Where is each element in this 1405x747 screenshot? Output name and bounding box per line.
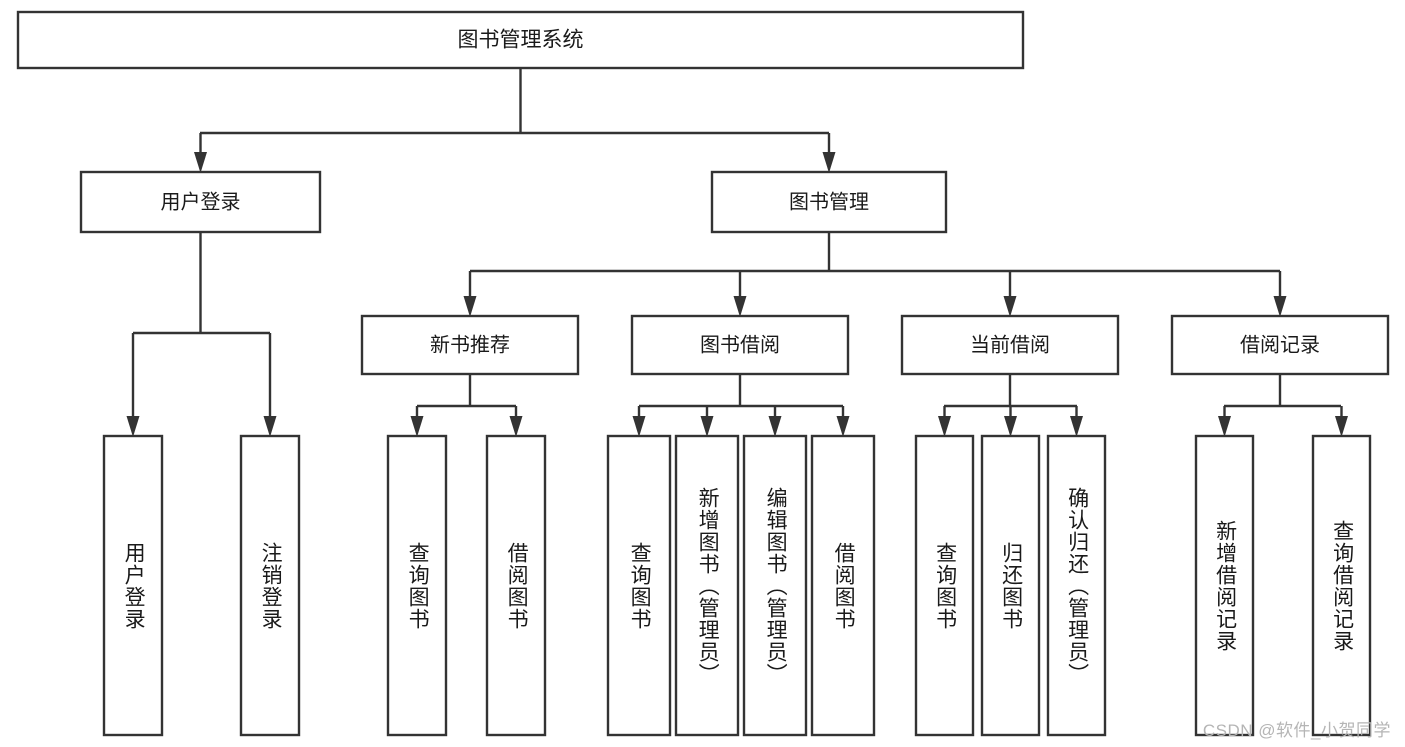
node-box-leaf-borrow-book-1 — [485, 434, 547, 737]
node-label-root: 图书管理系统 — [458, 29, 584, 52]
node-box-leaf-edit-book — [742, 434, 808, 737]
node-box-book-borrow — [630, 314, 850, 376]
node-box-leaf-return-book — [980, 434, 1041, 737]
node-box-leaf-borrow-book-2 — [810, 434, 876, 737]
node-box-user-login — [79, 170, 322, 234]
node-box-leaf-add-record — [1194, 434, 1255, 737]
watermark-text: CSDN @软件_小贺同学 — [1202, 721, 1391, 740]
connectors-layer — [126, 68, 1348, 437]
node-label-user-login: 用户登录 — [161, 190, 241, 213]
node-box-leaf-logout — [239, 434, 301, 737]
node-box-leaf-query-book-1 — [386, 434, 448, 737]
node-label-borrow-record: 借阅记录 — [1240, 333, 1320, 356]
node-box-borrow-record — [1170, 314, 1390, 376]
node-box-leaf-add-book — [674, 434, 740, 737]
node-box-leaf-query-record — [1311, 434, 1372, 737]
node-box-current-borrow — [900, 314, 1120, 376]
node-label-new-book-rec: 新书推荐 — [430, 333, 510, 356]
node-box-leaf-query-book-2 — [606, 434, 672, 737]
node-box-leaf-confirm-return — [1046, 434, 1107, 737]
node-label-book-manage: 图书管理 — [789, 190, 869, 213]
node-box-root — [16, 10, 1025, 70]
node-label-current-borrow: 当前借阅 — [970, 333, 1050, 356]
node-box-leaf-user-login — [102, 434, 164, 737]
node-box-new-book-rec — [360, 314, 580, 376]
node-box-leaf-query-book-3 — [914, 434, 975, 737]
node-box-book-manage — [710, 170, 948, 234]
node-label-book-borrow: 图书借阅 — [700, 333, 780, 356]
nodes-layer — [16, 10, 1390, 737]
